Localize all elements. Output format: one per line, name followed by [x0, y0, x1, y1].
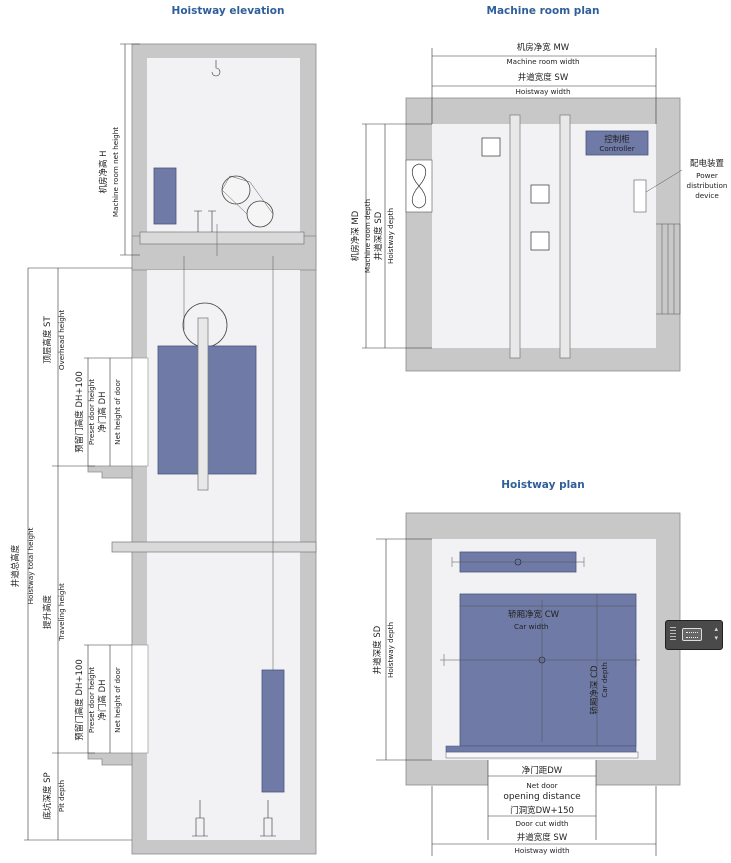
- md-en: Machine room depth: [363, 199, 372, 273]
- pit-depth-cn: 底坑深度 SP: [42, 772, 53, 819]
- widget-arrows-icon[interactable]: ▴▾: [714, 625, 718, 642]
- overhead-en: Overhead height: [57, 310, 66, 370]
- hoistway-plan-title: Hoistway plan: [501, 479, 585, 491]
- car-guide-rail: [197, 317, 209, 491]
- machine-room-plan-title: Machine room plan: [487, 5, 600, 17]
- total-height-en: Hoistway total height: [26, 527, 35, 604]
- md-cn: 机房净深 MD: [350, 210, 361, 261]
- upper-floor-sill: [87, 465, 133, 479]
- net-door-cn: 净门高 DH: [97, 391, 108, 432]
- car-centerlines: [440, 600, 640, 742]
- travel-height-en: Traveling height: [57, 583, 66, 642]
- fan-icon: [411, 163, 427, 209]
- cw-en: Car width: [514, 622, 548, 631]
- mw-en: Machine room width: [506, 57, 579, 66]
- hoistway-elevation: 机房净高 H Machine room net height 顶层高度 ST O…: [10, 43, 317, 855]
- preset-door-en: Preset door height: [87, 379, 96, 445]
- controller-en: Controller: [599, 144, 634, 153]
- hoistway-plan-dimension-lines: [376, 538, 657, 856]
- rope-loop: [221, 175, 274, 215]
- keyboard-widget[interactable]: ▴▾: [665, 620, 723, 650]
- net-door-en: Net height of door: [113, 379, 122, 445]
- controller-cn: 控制柜: [604, 134, 630, 145]
- cw-cn: 轿厢净宽 CW: [508, 609, 560, 620]
- stair-lines: [656, 223, 681, 315]
- lower-floor-sill: [87, 752, 133, 766]
- cd-en: Car depth: [600, 662, 609, 698]
- drag-handle-icon[interactable]: [670, 627, 676, 642]
- upper-door-opening: [131, 357, 149, 467]
- sw-cn: 井道宽度 SW: [518, 72, 569, 83]
- rope-hole-3: [530, 231, 550, 251]
- power-distribution-box: [633, 179, 647, 213]
- keyboard-icon[interactable]: [682, 628, 702, 641]
- pit-depth-en: Pit depth: [57, 780, 66, 812]
- cut-en: Door cut width: [516, 819, 569, 828]
- traction-sheave-icon: [221, 175, 251, 205]
- machine-room-height-en: Machine room net height: [111, 127, 120, 217]
- net-door2-en: Net height of door: [113, 667, 122, 733]
- dw-en-1: Net door: [526, 781, 557, 790]
- sd-cn: 井道深度 SD: [373, 211, 384, 260]
- machine-room-height-cn: 机房净高 H: [98, 150, 109, 193]
- dw-cn: 净门距DW: [522, 765, 563, 776]
- machine-beam-left: [509, 114, 521, 359]
- door-cut-opening: [488, 760, 596, 786]
- lower-door-opening: [131, 644, 149, 754]
- controller-cabinet: [585, 130, 649, 156]
- machine-room-dimension-lines: [362, 48, 657, 349]
- overhead-cn: 顶层高度 ST: [42, 316, 53, 364]
- power-cn: 配电装置: [690, 158, 725, 169]
- hoistway-plan: 轿厢净宽 CW Car width 轿厢净深 CD Car depth 井道深度…: [372, 512, 681, 856]
- net-door2-cn: 净门高 DH: [97, 679, 108, 720]
- dw-en-2: opening distance: [503, 792, 581, 802]
- lifting-hook-icon: [211, 60, 221, 77]
- hoistway-elevation-title: Hoistway elevation: [172, 5, 285, 17]
- door-sill: [445, 751, 639, 759]
- cut-cn: 门洞宽DW+150: [510, 805, 574, 816]
- preset-door-cn: 预留门高度 DH+100: [74, 371, 85, 453]
- counterweight: [261, 669, 285, 793]
- sw-en: Hoistway width: [516, 87, 571, 96]
- rope-hole-1: [481, 137, 501, 157]
- plan-sw-en: Hoistway width: [515, 846, 570, 855]
- plan-car: [459, 593, 637, 747]
- total-height-cn: 井道总高度: [10, 544, 21, 587]
- machine-bed-beam: [139, 231, 305, 245]
- plan-sw-cn: 井道宽度 SW: [517, 832, 568, 843]
- deflector-sheave-icon: [246, 200, 274, 228]
- elevation-dimension-lines: [24, 43, 140, 841]
- cw-buffer-icon: [260, 800, 276, 837]
- plan-sd-cn: 井道深度 SD: [372, 625, 383, 674]
- power-en-1: Power: [696, 171, 718, 180]
- plan-sd-en: Hoistway depth: [386, 622, 395, 678]
- cd-cn: 轿厢净深 CD: [589, 665, 600, 715]
- machine-room-plan: 控制柜 Controller 配电装置 Power distribution d…: [350, 42, 728, 372]
- car-buffer-icon: [192, 800, 208, 837]
- machine-beam-right: [559, 114, 571, 359]
- preset-door2-cn: 预留门高度 DH+100: [74, 659, 85, 741]
- middle-floor-beam: [111, 541, 317, 553]
- elevation-controller-box: [153, 167, 177, 225]
- sd-en: Hoistway depth: [386, 208, 395, 264]
- rope-hole-2: [530, 184, 550, 204]
- power-en-3: device: [695, 191, 719, 200]
- mw-cn: 机房净宽 MW: [517, 42, 570, 53]
- power-en-2: distribution: [687, 181, 728, 190]
- preset-door2-en: Preset door height: [87, 667, 96, 733]
- travel-height-cn: 提升高度: [42, 595, 53, 630]
- machine-posts: [194, 210, 216, 232]
